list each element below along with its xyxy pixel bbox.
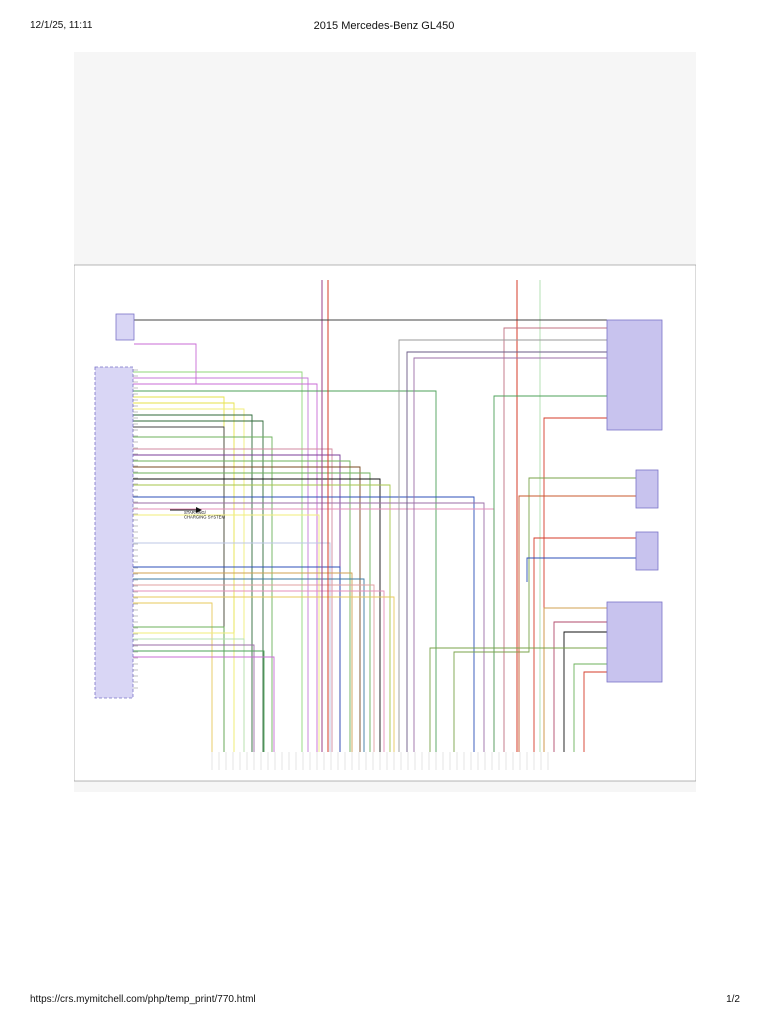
labels-layer — [133, 369, 549, 770]
wire — [133, 650, 265, 752]
print-page-title: 2015 Mercedes-Benz GL450 — [313, 20, 455, 32]
starting-charging-label: STARTING/CHARGING SYSTEM — [184, 510, 225, 520]
wire — [133, 390, 437, 752]
wire — [133, 602, 213, 752]
wire — [493, 395, 607, 752]
wire — [413, 357, 607, 752]
wire — [133, 656, 275, 752]
wire — [553, 621, 607, 752]
wire — [133, 542, 331, 752]
wire — [133, 502, 485, 752]
print-date-time: 12/1/25, 11:11 — [30, 20, 93, 31]
wire — [133, 448, 333, 752]
wire — [503, 327, 607, 752]
wire — [133, 644, 255, 752]
wire — [133, 596, 395, 752]
wire — [533, 537, 636, 752]
wire — [406, 351, 607, 752]
wire — [133, 472, 371, 752]
wire — [133, 484, 391, 752]
wire — [526, 557, 636, 582]
wire — [563, 631, 607, 752]
control-module-connector — [94, 366, 134, 699]
wire — [133, 496, 475, 752]
wire — [133, 566, 341, 752]
wire — [573, 663, 607, 752]
starting-charging-arrowhead — [196, 507, 202, 513]
components-layer — [94, 313, 663, 699]
wire — [543, 607, 607, 752]
wiring-diagram: STARTING/CHARGING SYSTEM — [74, 264, 696, 782]
wire — [133, 414, 253, 752]
wire — [133, 408, 245, 752]
wire — [133, 478, 381, 752]
diagram-border — [74, 264, 696, 782]
wire — [133, 383, 318, 752]
top-left-component — [115, 313, 135, 341]
wires-layer — [133, 280, 636, 752]
wire — [133, 436, 273, 752]
wire — [133, 420, 264, 752]
wire — [133, 590, 385, 752]
right-component-2 — [635, 469, 659, 509]
print-page-number: 1/2 — [726, 994, 740, 1005]
wire — [518, 495, 636, 752]
wire — [134, 343, 197, 384]
wire — [133, 584, 375, 752]
wire — [133, 632, 235, 752]
wiring-diagram-frame: STARTING/CHARGING SYSTEM — [74, 52, 696, 792]
print-url[interactable]: https://crs.mymitchell.com/php/temp_prin… — [30, 994, 256, 1005]
right-component-4 — [606, 601, 663, 683]
wire — [398, 339, 607, 752]
right-component-1 — [606, 319, 663, 431]
wire — [133, 460, 351, 752]
wire — [133, 514, 320, 752]
wire — [133, 638, 245, 752]
wire — [133, 578, 365, 752]
wire — [453, 477, 636, 752]
wire — [583, 671, 607, 752]
wire — [133, 466, 361, 752]
wire — [133, 377, 309, 752]
wire — [133, 371, 303, 752]
right-component-3 — [635, 531, 659, 571]
wire — [429, 647, 607, 752]
wire — [133, 572, 353, 752]
wire — [133, 626, 225, 752]
